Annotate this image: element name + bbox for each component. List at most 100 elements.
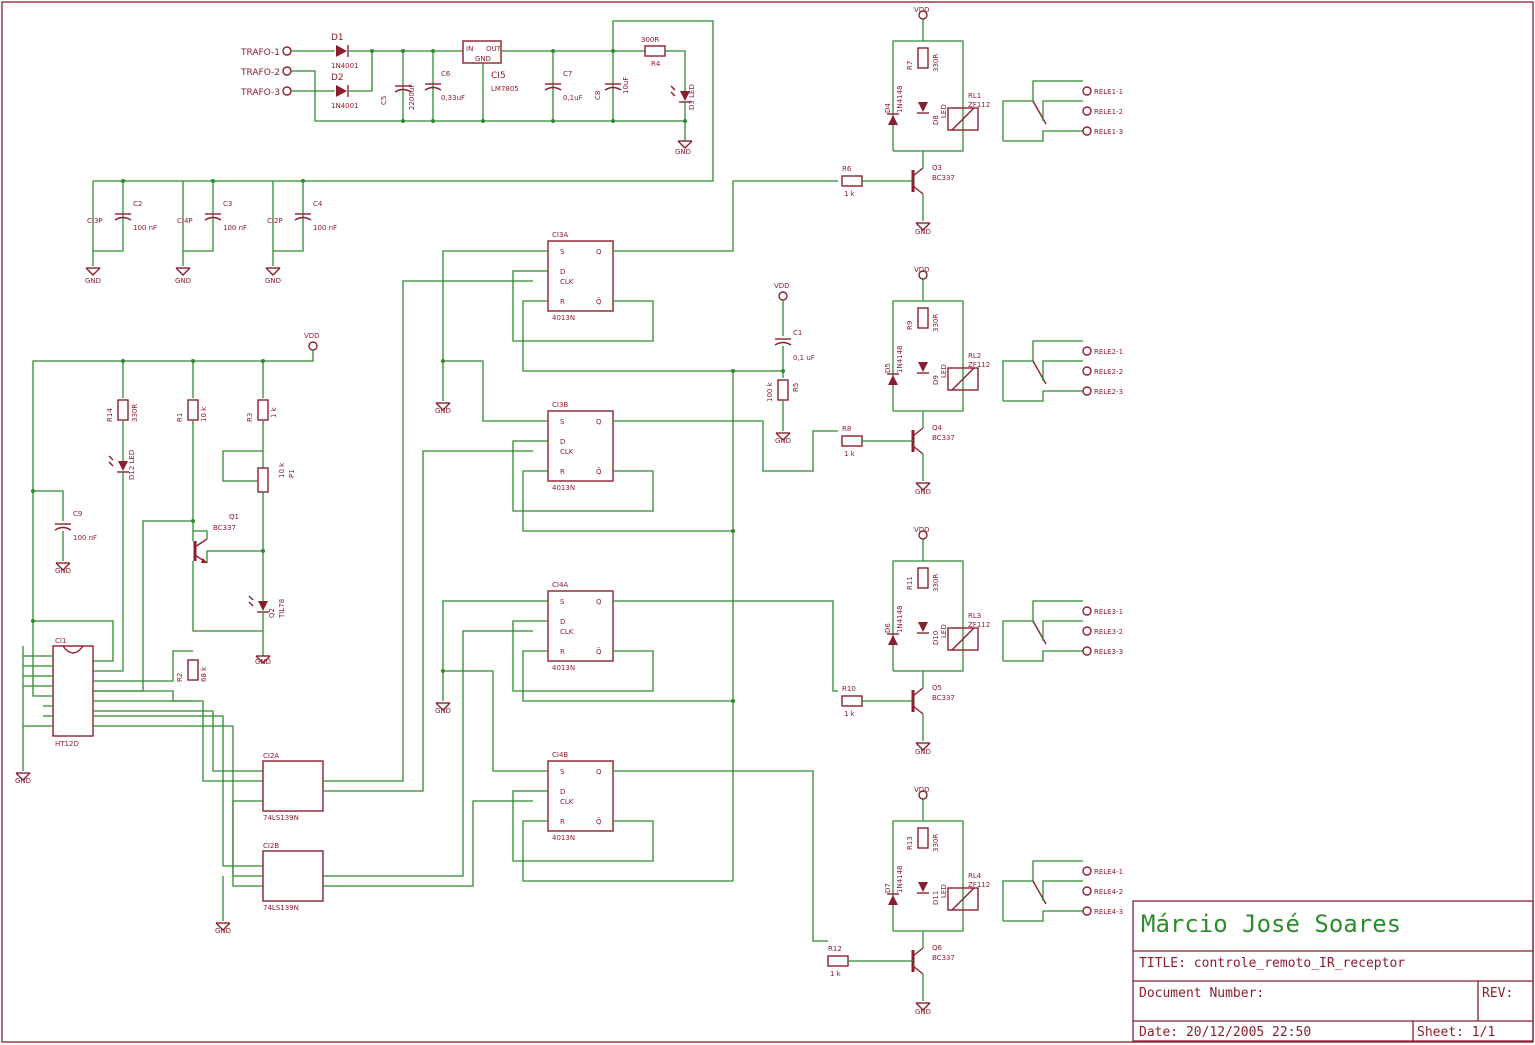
- d3-label: D3 LED: [688, 84, 696, 110]
- transistor-label: Q3: [932, 164, 942, 172]
- author-name: Márcio José Soares: [1141, 910, 1401, 938]
- gnd-symbol: [265, 267, 281, 276]
- relay-coil: [947, 107, 979, 131]
- p1-label: P1: [288, 469, 296, 478]
- gnd-symbol: [175, 267, 191, 276]
- relay-led-label: D11: [932, 891, 940, 905]
- relay-part: ZF112: [968, 621, 990, 629]
- c2-label: C2: [133, 200, 142, 208]
- c4-value: 100 nF: [313, 224, 337, 232]
- c7-value: 0,1uF: [563, 94, 583, 102]
- r14-label: R14: [106, 408, 114, 422]
- q2-label: Q2: [268, 608, 276, 618]
- gnd-label: GND: [915, 1008, 931, 1016]
- flyback-diode-icon: [888, 375, 898, 385]
- flyback-diode-label: D6: [884, 623, 892, 633]
- r2-value: 68 k: [200, 666, 208, 682]
- ci2b-demux-ic: [262, 850, 324, 902]
- c6-value: 0,33uF: [441, 94, 465, 102]
- r3-resistor: [257, 399, 269, 421]
- gnd-label: GND: [255, 658, 271, 666]
- vdd-symbol: [778, 291, 788, 301]
- sheet-field: Sheet: 1/1: [1417, 1025, 1495, 1040]
- vdd-label: VDD: [914, 526, 930, 534]
- c4-label: C4: [313, 200, 323, 208]
- d1-diode-icon: [335, 44, 349, 58]
- trafo-3-label: TRAFO-3: [240, 88, 280, 98]
- ci1-part: HT12D: [55, 740, 79, 748]
- relay-contact-2-label: RELE1-2: [1094, 108, 1123, 116]
- r3-label: R3: [246, 413, 254, 422]
- ci2a-label: CI2A: [263, 752, 279, 760]
- flyback-diode-icon: [888, 635, 898, 645]
- gnd-label: GND: [215, 927, 231, 935]
- base-resistor: [841, 435, 863, 447]
- r14-value: 330R: [131, 404, 139, 422]
- c2-value: 100 nF: [133, 224, 157, 232]
- trafo-1-label: TRAFO-1: [240, 48, 280, 58]
- relay-led-type: LED: [940, 884, 948, 898]
- relay-contact-1-label: RELE4-1: [1094, 868, 1123, 876]
- flyback-diode-icon: [888, 895, 898, 905]
- gnd-symbol: [85, 267, 101, 276]
- q1-label: Q1: [229, 513, 239, 521]
- led-resistor-value: 330R: [932, 314, 940, 332]
- c9-value: 100 nF: [73, 534, 97, 542]
- ci5-regulator: [462, 40, 502, 64]
- relay-contact-1-label: RELE3-1: [1094, 608, 1123, 616]
- gnd-symbol: [677, 140, 693, 149]
- c7-label: C7: [563, 70, 572, 78]
- relay-label: RL3: [968, 612, 981, 620]
- d1-part: 1N4001: [331, 62, 359, 70]
- relay-contact-1-connector: [1082, 86, 1092, 96]
- ci5-part: LM7805: [491, 85, 519, 93]
- transistor-label: Q6: [932, 944, 943, 952]
- flyback-diode-part: 1N4148: [896, 605, 904, 633]
- led-resistor: [917, 307, 929, 329]
- d12-led-icon: [108, 455, 130, 473]
- title-field: TITLE: controle_remoto_IR_receptor: [1139, 956, 1405, 971]
- r5-label: R5: [792, 383, 800, 392]
- relay-contact-2-connector: [1082, 106, 1092, 116]
- relay-led-label: D9: [932, 375, 940, 385]
- led-resistor-value: 330R: [932, 574, 940, 592]
- base-resistor: [841, 175, 863, 187]
- ci2b-part: 74LS139N: [263, 904, 299, 912]
- flyback-diode-label: D4: [884, 103, 892, 113]
- gnd-label: GND: [915, 228, 931, 236]
- base-resistor-label: R8: [842, 425, 851, 433]
- ci4a-part: 4013N: [552, 664, 575, 672]
- base-resistor-label: R12: [828, 945, 842, 953]
- vdd-label: VDD: [914, 6, 930, 14]
- transistor-part: BC337: [932, 434, 955, 442]
- d2-part: 1N4001: [331, 102, 359, 110]
- relay-label: RL4: [968, 872, 982, 880]
- ci2a-demux-ic: [262, 760, 324, 812]
- ci3p-label: CI3P: [87, 217, 103, 225]
- relay-contact-2-connector: [1082, 626, 1092, 636]
- base-resistor: [841, 695, 863, 707]
- d1-label: D1: [331, 33, 344, 43]
- c1-value: 0,1 uF: [793, 354, 815, 362]
- trafo-1-connector: [282, 46, 292, 56]
- gnd-label: GND: [85, 277, 101, 285]
- r1-value: 10 k: [200, 406, 208, 422]
- relay-led-icon: [918, 362, 928, 372]
- r5-resistor: [777, 379, 789, 401]
- relay-coil: [947, 887, 979, 911]
- q2-part: TIL78: [278, 599, 286, 619]
- relay-contact-3-label: RELE1-3: [1094, 128, 1123, 136]
- gnd-label: GND: [265, 277, 281, 285]
- r4-value: 300R: [641, 36, 659, 44]
- c1-label: C1: [793, 329, 802, 337]
- c5-label: C5: [380, 96, 388, 105]
- ci4p-label: CI4P: [177, 217, 193, 225]
- ci3b-part: 4013N: [552, 484, 575, 492]
- relay-part: ZF112: [968, 881, 990, 889]
- vdd-label: VDD: [914, 786, 930, 794]
